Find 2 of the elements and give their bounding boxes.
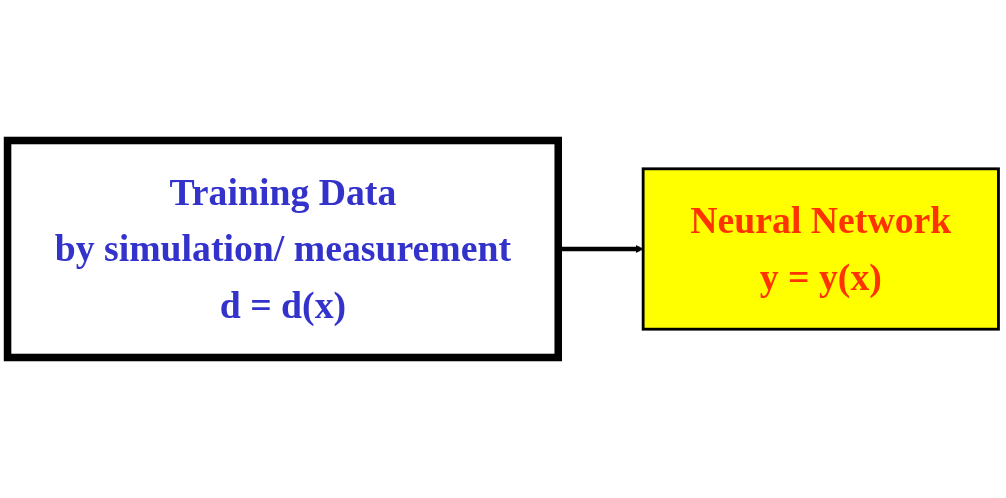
node-box: Training Data by simulation/ measurement d = d(x) — [3, 136, 562, 362]
node-box: Neural Network y = y(x) — [641, 167, 1000, 331]
